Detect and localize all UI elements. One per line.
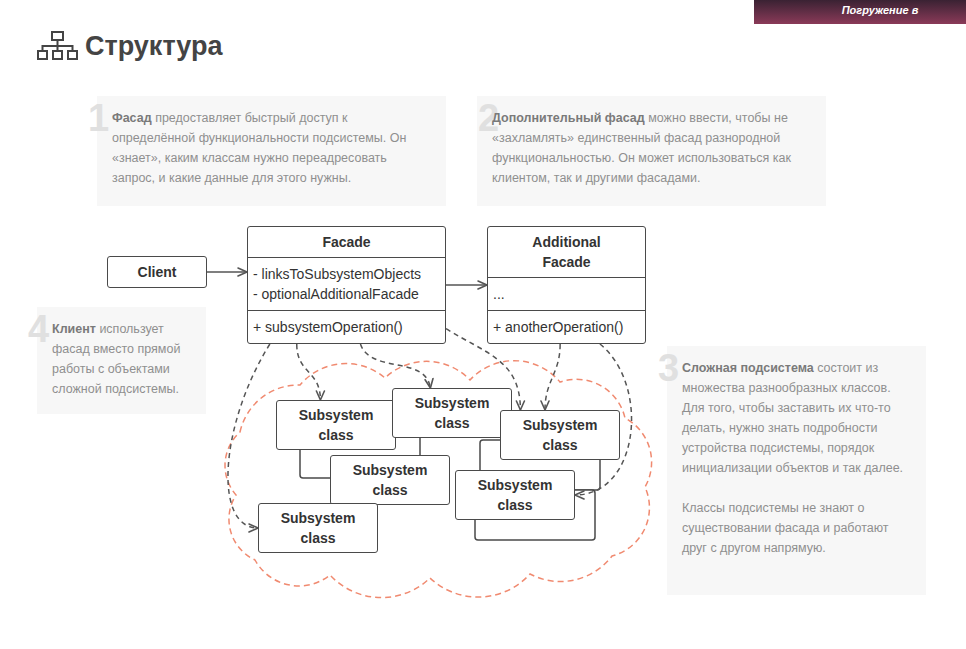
box-text: Subsystem class (403, 393, 501, 433)
callout-note: 2Дополнительный фасадможно ввести, чтобы… (477, 96, 826, 206)
book-banner: Погружение в (754, 0, 966, 24)
subsystem-class-box: Subsystem class (392, 388, 512, 438)
subsystem-class-box: Subsystem class (258, 503, 378, 553)
callout-number: 1 (88, 98, 109, 138)
dashed-arrow (545, 344, 560, 410)
box-text: Client (138, 262, 177, 282)
dashed-arrow (360, 344, 430, 388)
note-lead: Клиент (52, 322, 96, 336)
box-text: Subsystem class (269, 508, 367, 548)
note-text: Классы подсистемы не знают о существован… (682, 501, 889, 555)
class-name: Facade (253, 232, 440, 252)
class-member: - linksToSubsystemObjects (253, 264, 440, 284)
subsystem-class-box: Subsystem class (455, 470, 575, 520)
class-box: Facade - linksToSubsystemObjects- optiona… (247, 226, 446, 344)
subsystem-class-box: Subsystem class (330, 455, 450, 505)
class-member: + anotherOperation() (493, 317, 640, 337)
class-member: + subsystemOperation() (253, 317, 440, 337)
note-paragraph: Дополнительный фасадможно ввести, чтобы … (492, 108, 811, 188)
note-paragraph: Классы подсистемы не знают о существован… (682, 498, 911, 558)
class-section: ... (488, 277, 645, 310)
class-name: Additional Facade (521, 232, 613, 272)
note-paragraph: Фасадпредоставляет быстрый доступ к опре… (112, 108, 431, 188)
class-section: - linksToSubsystemObjects- optionalAddit… (248, 257, 445, 310)
sitemap-icon (38, 32, 77, 59)
banner-label: Погружение в (842, 0, 919, 17)
icon-rect (52, 32, 63, 40)
page-title: Структура (85, 29, 222, 63)
callout-note: 1Фасадпредоставляет быстрый доступ к опр… (97, 96, 446, 206)
class-box: Additional Facade... + anotherOperation() (487, 226, 646, 344)
class-section: + anotherOperation() (488, 310, 645, 343)
class-section: + subsystemOperation() (248, 310, 445, 343)
note-text: предоставляет быстрый доступ к определён… (112, 111, 406, 185)
callout-number: 4 (28, 309, 49, 349)
subsystem-class-box: Subsystem class (276, 400, 396, 450)
callout-note: 3Сложная подсистемасостоит из множества … (667, 346, 926, 595)
box-text: Subsystem class (341, 460, 439, 500)
subsystem-class-box: Subsystem class (500, 410, 620, 460)
icon-rect (53, 51, 62, 59)
note-text: состоит из множества разнообразных класс… (682, 361, 903, 475)
box-text: Subsystem class (466, 475, 564, 515)
association-arrow (446, 284, 487, 286)
class-member: ... (493, 284, 640, 304)
icon-lines (43, 40, 73, 51)
icon-rect (38, 51, 47, 59)
client-box: Client (107, 256, 207, 288)
callout-number: 3 (658, 348, 679, 388)
note-lead: Фасад (112, 111, 152, 125)
note-lead: Дополнительный фасад (492, 111, 645, 125)
icon-rect (68, 51, 77, 59)
box-text: Subsystem class (287, 405, 385, 445)
callout-note: 4Клиентиспользует фасад вместо прямой ра… (37, 307, 206, 414)
class-header: Additional Facade (488, 227, 645, 277)
box-text: Subsystem class (511, 415, 609, 455)
note-lead: Сложная подсистема (682, 361, 814, 375)
dashed-arrow (297, 344, 321, 400)
association-arrow (207, 271, 247, 273)
note-paragraph: Клиентиспользует фасад вместо прямой раб… (52, 319, 191, 399)
note-paragraph: Сложная подсистемасостоит из множества р… (682, 358, 911, 478)
class-member: - optionalAdditionalFacade (253, 284, 440, 304)
dashed-arrow (228, 344, 270, 528)
class-header: Facade (248, 227, 445, 257)
subsystem-cloud (225, 361, 652, 598)
